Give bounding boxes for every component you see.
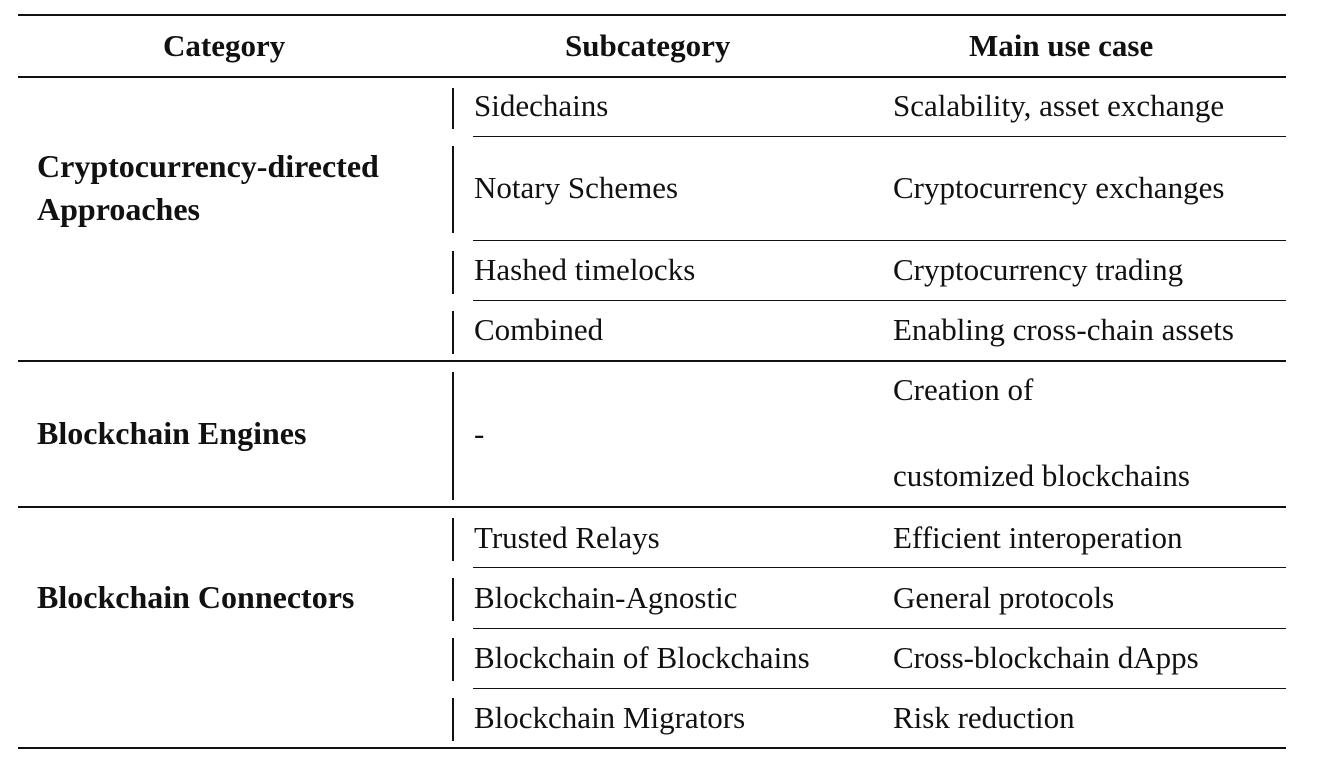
use-case-cell: Creation of bbox=[893, 372, 1034, 407]
use-case-cell: Cryptocurrency exchanges bbox=[893, 170, 1225, 205]
column-separator bbox=[452, 146, 454, 233]
column-separator bbox=[452, 251, 454, 294]
column-separator bbox=[452, 698, 454, 741]
column-separator bbox=[452, 88, 454, 129]
row-separator bbox=[473, 567, 1286, 568]
column-separator bbox=[452, 578, 454, 621]
subcategory-cell: Blockchain-Agnostic bbox=[474, 580, 738, 615]
category-cryptocurrency-directed: Cryptocurrency-directed Approaches bbox=[37, 145, 379, 231]
category-line: Approaches bbox=[37, 191, 200, 227]
use-case-cell: Cross-blockchain dApps bbox=[893, 640, 1199, 675]
use-case-cell: Risk reduction bbox=[893, 700, 1075, 735]
header-use-case: Main use case bbox=[969, 28, 1154, 63]
subcategory-cell: Notary Schemes bbox=[474, 170, 679, 205]
category-blockchain-connectors: Blockchain Connectors bbox=[37, 579, 355, 615]
header-rule bbox=[18, 76, 1286, 78]
group-1-rule bbox=[18, 360, 1286, 362]
use-case-cell: Efficient interoperation bbox=[893, 520, 1183, 555]
column-separator bbox=[452, 372, 454, 500]
use-case-cell: Cryptocurrency trading bbox=[893, 252, 1184, 287]
subcategory-cell: Trusted Relays bbox=[474, 520, 660, 555]
row-separator bbox=[473, 136, 1286, 137]
subcategory-cell: - bbox=[474, 416, 485, 451]
category-blockchain-engines: Blockchain Engines bbox=[37, 415, 307, 451]
bottom-rule bbox=[18, 747, 1286, 749]
subcategory-cell: Combined bbox=[474, 312, 604, 347]
header-subcategory: Subcategory bbox=[565, 28, 731, 63]
header-category: Category bbox=[163, 28, 286, 63]
subcategory-cell: Hashed timelocks bbox=[474, 252, 696, 287]
use-case-cell: General protocols bbox=[893, 580, 1115, 615]
subcategory-cell: Blockchain of Blockchains bbox=[474, 640, 810, 675]
column-separator bbox=[452, 638, 454, 681]
category-line: Cryptocurrency-directed bbox=[37, 148, 379, 184]
subcategory-cell: Blockchain Migrators bbox=[474, 700, 746, 735]
row-separator bbox=[473, 300, 1286, 301]
row-separator bbox=[473, 688, 1286, 689]
row-separator bbox=[473, 628, 1286, 629]
column-separator bbox=[452, 518, 454, 561]
subcategory-cell: Sidechains bbox=[474, 88, 609, 123]
column-separator bbox=[452, 311, 454, 354]
top-rule bbox=[18, 14, 1286, 16]
row-separator bbox=[473, 240, 1286, 241]
use-case-cell: Enabling cross-chain assets bbox=[893, 312, 1234, 347]
group-2-rule bbox=[18, 506, 1286, 508]
use-case-cell: customized blockchains bbox=[893, 458, 1190, 493]
use-case-cell: Scalability, asset exchange bbox=[893, 88, 1225, 123]
